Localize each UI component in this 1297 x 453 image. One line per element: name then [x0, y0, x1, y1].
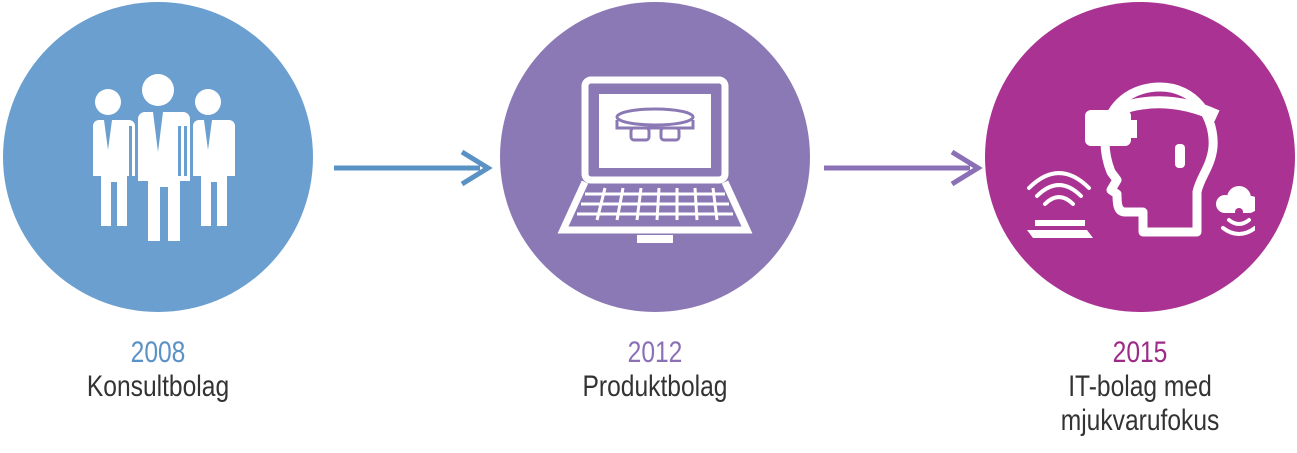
- stage-year: 2015: [1112, 336, 1168, 369]
- stage-label-2008: 2008 Konsultbolag: [35, 336, 281, 404]
- stage-name: Produktbolag: [582, 370, 728, 403]
- stage-label-2012: 2012 Produktbolag: [532, 336, 778, 404]
- stage-year: 2008: [130, 336, 186, 369]
- stage-name: Konsultbolag: [86, 370, 230, 403]
- business-people-icon: [87, 74, 235, 241]
- stage-circle-2015: [985, 2, 1295, 312]
- stage-circle-2012: [500, 2, 810, 312]
- stage-circle-2008: [3, 2, 313, 312]
- vr-headset-head-icon: [1027, 82, 1255, 238]
- arrow-2008-to-2012: [334, 149, 493, 187]
- stage-label-2015: 2015 IT-bolag med mjukvarufokus: [1017, 336, 1263, 438]
- laptop-icon: [557, 76, 753, 243]
- arrow-2012-to-2015: [824, 149, 983, 187]
- stage-year: 2012: [627, 336, 683, 369]
- stage-name-line2: mjukvarufokus: [1060, 404, 1220, 437]
- stage-name-line1: IT-bolag med: [1068, 370, 1212, 403]
